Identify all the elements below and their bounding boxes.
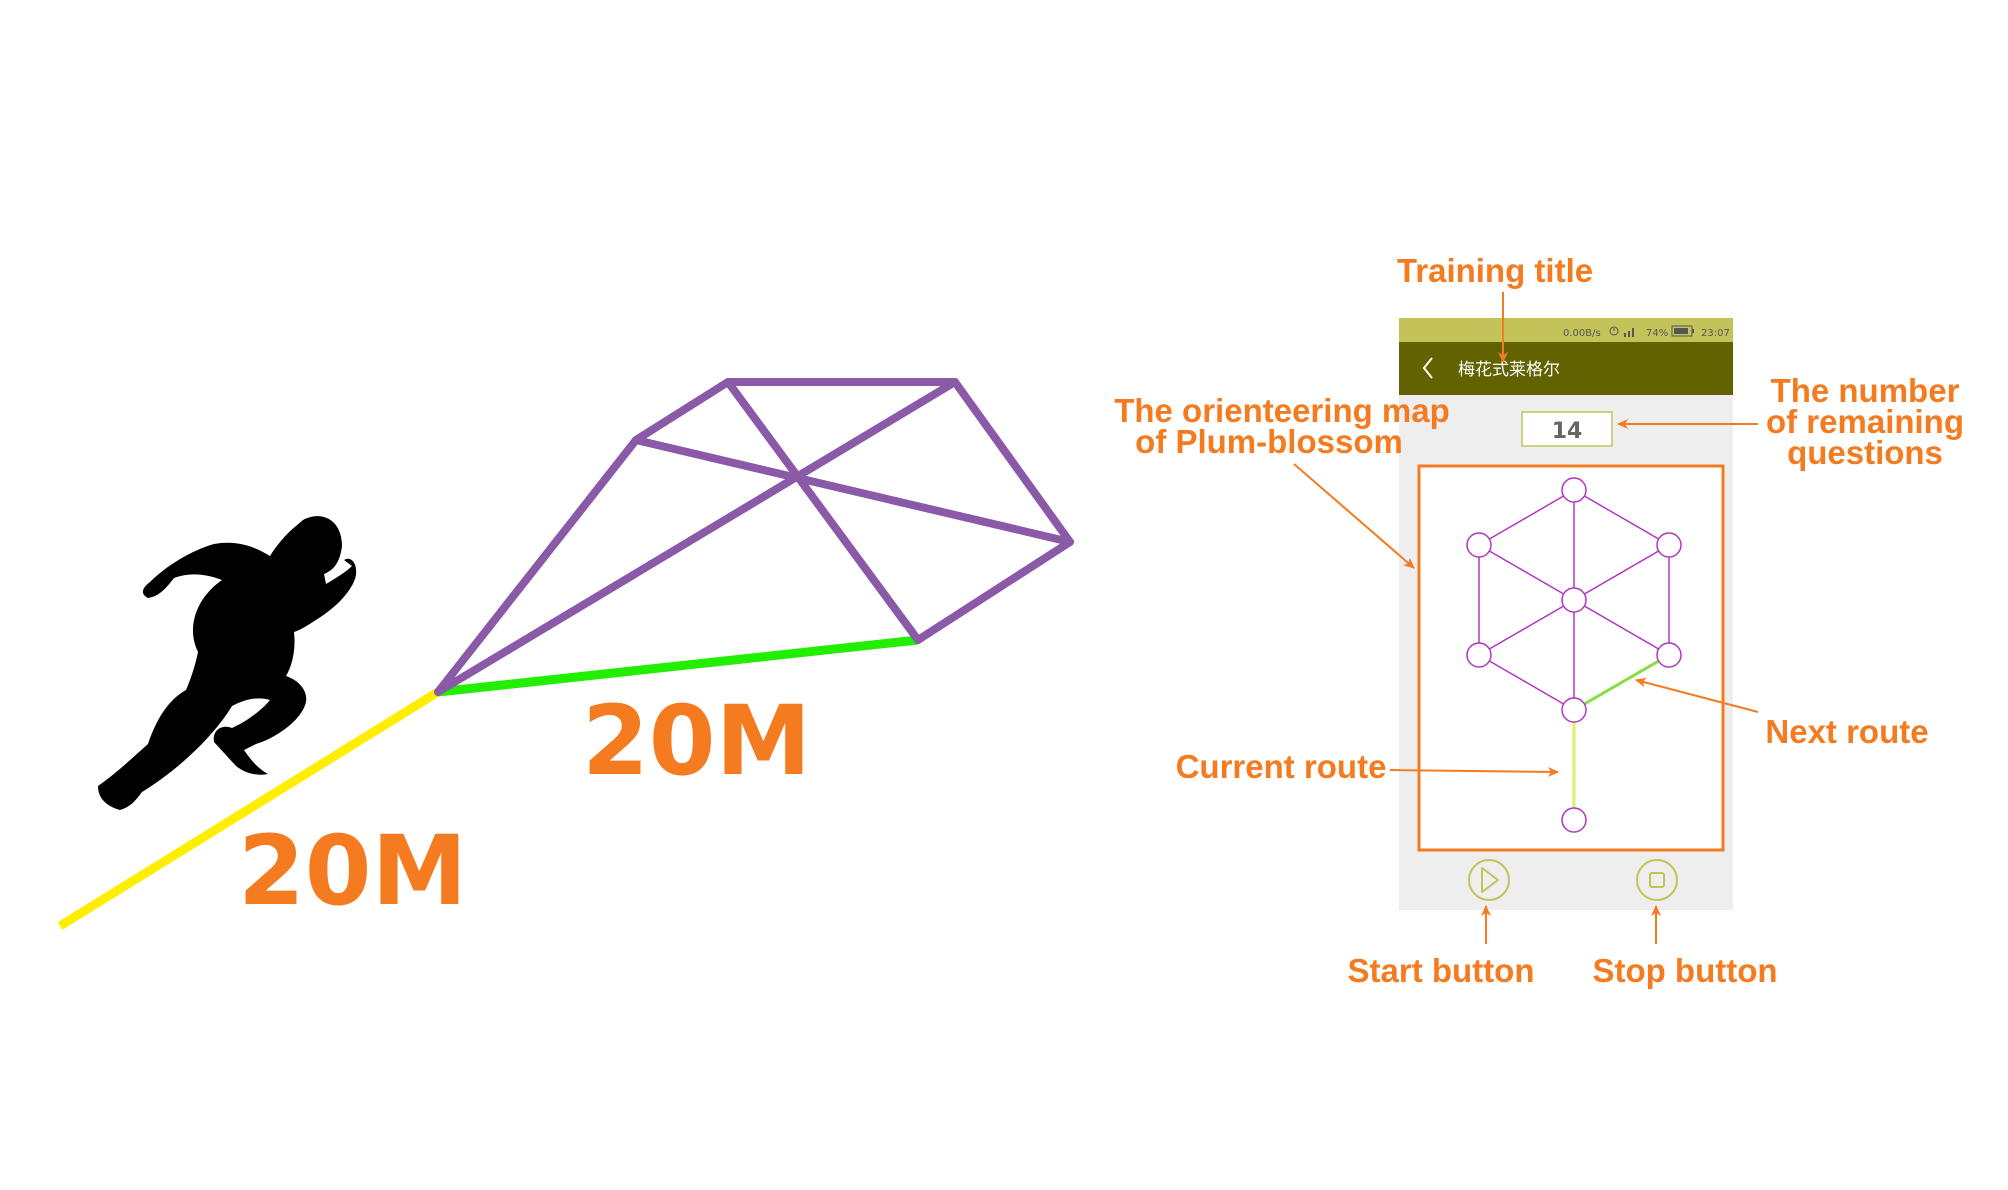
label-start-button: Start button	[1348, 952, 1535, 989]
training-title: 梅花式莱格尔	[1458, 360, 1560, 380]
map-nodes	[1466, 477, 1682, 833]
signal-icon	[1624, 328, 1634, 337]
map-node	[1561, 587, 1587, 613]
battery-icon	[1671, 325, 1694, 337]
app-header	[1399, 342, 1733, 395]
arrow-current-route	[1389, 766, 1559, 777]
annotations: Training title The orienteering map of P…	[1114, 252, 1964, 989]
runner-silhouette	[98, 516, 357, 810]
second-leg-distance: 20M	[582, 685, 811, 797]
back-chevron-icon[interactable]	[1422, 357, 1433, 379]
label-map-line1: The orienteering map	[1114, 392, 1450, 429]
label-remaining-line3: questions	[1787, 434, 1943, 471]
left-diagram: 20M 20M	[57, 378, 1074, 930]
map-node	[1466, 642, 1492, 668]
first-leg-path	[57, 688, 441, 930]
label-remaining-line1: The number	[1771, 372, 1960, 409]
plum-blossom-grid	[434, 378, 1074, 696]
map-node	[1561, 697, 1587, 723]
label-current-route: Current route	[1176, 748, 1387, 785]
next-route-line	[1573, 653, 1670, 712]
plum-blossom-map	[1466, 477, 1682, 833]
alarm-icon	[1609, 326, 1619, 336]
remaining-count-box	[1521, 411, 1613, 447]
status-network: 0.00B/s	[1563, 328, 1601, 339]
first-leg-distance: 20M	[238, 815, 467, 927]
label-map-line2: of Plum-blossom	[1135, 423, 1403, 460]
label-stop-button: Stop button	[1592, 952, 1777, 989]
start-button[interactable]	[1468, 859, 1510, 901]
status-battery-percent: 74%	[1646, 328, 1668, 339]
label-training-title: Training title	[1397, 252, 1593, 289]
stop-button-ring[interactable]	[1636, 859, 1678, 901]
arrow-map	[1293, 463, 1415, 569]
label-remaining-line2: of remaining	[1766, 403, 1964, 440]
phone-screen: 0.00B/s 74% 23:07 梅花式莱格尔 14	[1399, 318, 1733, 910]
map-node	[1561, 807, 1587, 833]
arrow-next-route	[1635, 677, 1759, 713]
map-node	[1656, 532, 1682, 558]
stop-icon	[1649, 872, 1665, 888]
remaining-count: 14	[1552, 419, 1583, 444]
stop-button[interactable]	[1636, 859, 1678, 901]
map-node	[1561, 477, 1587, 503]
second-leg-path	[437, 635, 919, 697]
map-node	[1656, 642, 1682, 668]
map-node	[1466, 532, 1492, 558]
play-icon	[1481, 867, 1499, 893]
start-button-ring[interactable]	[1468, 859, 1510, 901]
label-next-route: Next route	[1765, 713, 1928, 750]
status-time: 23:07	[1701, 328, 1730, 339]
